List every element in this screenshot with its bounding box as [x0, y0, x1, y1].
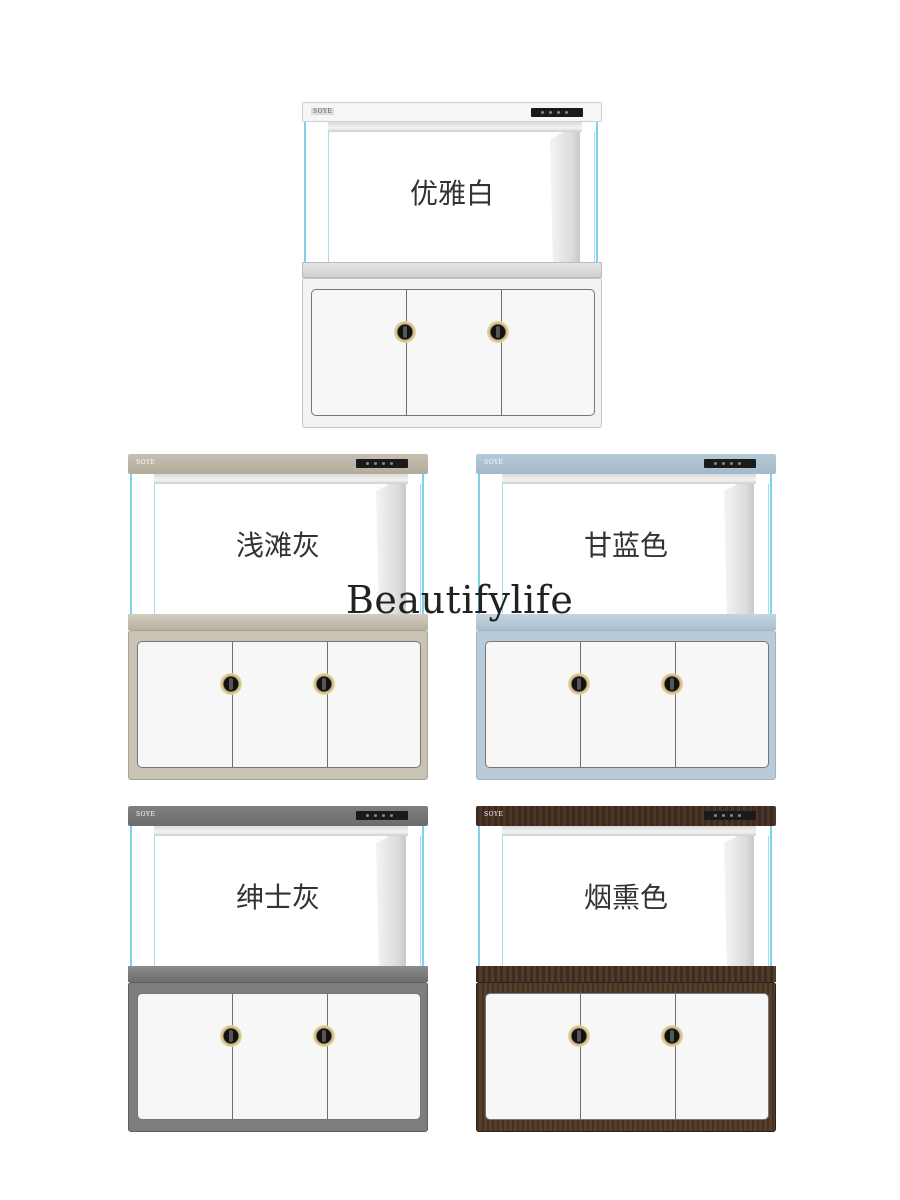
filter-column — [724, 826, 754, 971]
door-knob-icon — [394, 321, 416, 343]
cabinet — [476, 982, 776, 1132]
filter-column — [724, 474, 754, 619]
glass-panel — [304, 122, 598, 267]
glass-edge — [594, 132, 595, 262]
brand-logo: SOYE — [484, 811, 504, 818]
door-divider — [327, 642, 328, 767]
cabinet — [128, 982, 428, 1132]
door-knob-icon — [568, 673, 590, 695]
control-display — [356, 811, 408, 820]
door-divider — [501, 290, 502, 415]
door-divider — [675, 994, 676, 1119]
glass-panel — [478, 474, 772, 619]
tank-base — [302, 262, 602, 278]
cabinet — [476, 630, 776, 780]
control-display — [704, 459, 756, 468]
brand-logo: SOYE — [136, 459, 156, 466]
brand-logo: SOYE — [311, 108, 335, 115]
door-knob-icon — [313, 1025, 335, 1047]
glass-edge — [768, 836, 769, 966]
cabinet-doors — [137, 641, 421, 768]
door-knob-icon — [661, 1025, 683, 1047]
light-bar — [502, 474, 756, 484]
glass-edge — [420, 484, 421, 614]
glass-panel — [130, 826, 424, 971]
control-display — [531, 108, 583, 117]
glass-edge — [328, 132, 329, 262]
cabinet-doors — [485, 641, 769, 768]
color-label: 浅滩灰 — [235, 529, 320, 562]
glass-panel — [130, 474, 424, 619]
light-bar — [328, 122, 582, 132]
glass-edge — [502, 836, 503, 966]
door-knob-icon — [313, 673, 335, 695]
filter-column — [550, 122, 580, 267]
cabinet-doors — [311, 289, 595, 416]
filter-column — [376, 826, 406, 971]
tank-lid: SOYE — [302, 102, 602, 122]
control-display — [704, 811, 756, 820]
glass-edge — [154, 484, 155, 614]
door-knob-icon — [568, 1025, 590, 1047]
cabinet — [128, 630, 428, 780]
watermark: Beautifylife — [346, 578, 574, 622]
door-divider — [675, 642, 676, 767]
light-bar — [154, 826, 408, 836]
color-label: 绅士灰 — [235, 881, 320, 914]
glass-edge — [420, 836, 421, 966]
door-divider — [232, 994, 233, 1119]
tank-lid: SOYE — [128, 806, 428, 826]
brand-logo: SOYE — [484, 459, 504, 466]
door-knob-icon — [220, 673, 242, 695]
glass-edge — [502, 484, 503, 614]
tank-lid: SOYE — [128, 454, 428, 474]
light-bar — [154, 474, 408, 484]
color-label: 烟熏色 — [583, 881, 668, 914]
door-divider — [406, 290, 407, 415]
door-divider — [580, 994, 581, 1119]
door-knob-icon — [220, 1025, 242, 1047]
light-bar — [502, 826, 756, 836]
tank-lid: SOYE — [476, 454, 776, 474]
door-knob-icon — [661, 673, 683, 695]
cabinet-doors — [137, 993, 421, 1120]
glass-panel — [478, 826, 772, 971]
door-divider — [327, 994, 328, 1119]
glass-edge — [154, 836, 155, 966]
tank-base — [128, 966, 428, 982]
door-divider — [232, 642, 233, 767]
filter-column — [376, 474, 406, 619]
tank-lid: SOYE — [476, 806, 776, 826]
cabinet-doors — [485, 993, 769, 1120]
door-knob-icon — [487, 321, 509, 343]
cabinet — [302, 278, 602, 428]
tank-base — [476, 966, 776, 982]
glass-edge — [768, 484, 769, 614]
brand-logo: SOYE — [136, 811, 156, 818]
tank-base — [128, 614, 428, 630]
color-label: 甘蓝色 — [583, 529, 668, 562]
color-label: 优雅白 — [409, 177, 494, 210]
tank-base — [476, 614, 776, 630]
control-display — [356, 459, 408, 468]
door-divider — [580, 642, 581, 767]
